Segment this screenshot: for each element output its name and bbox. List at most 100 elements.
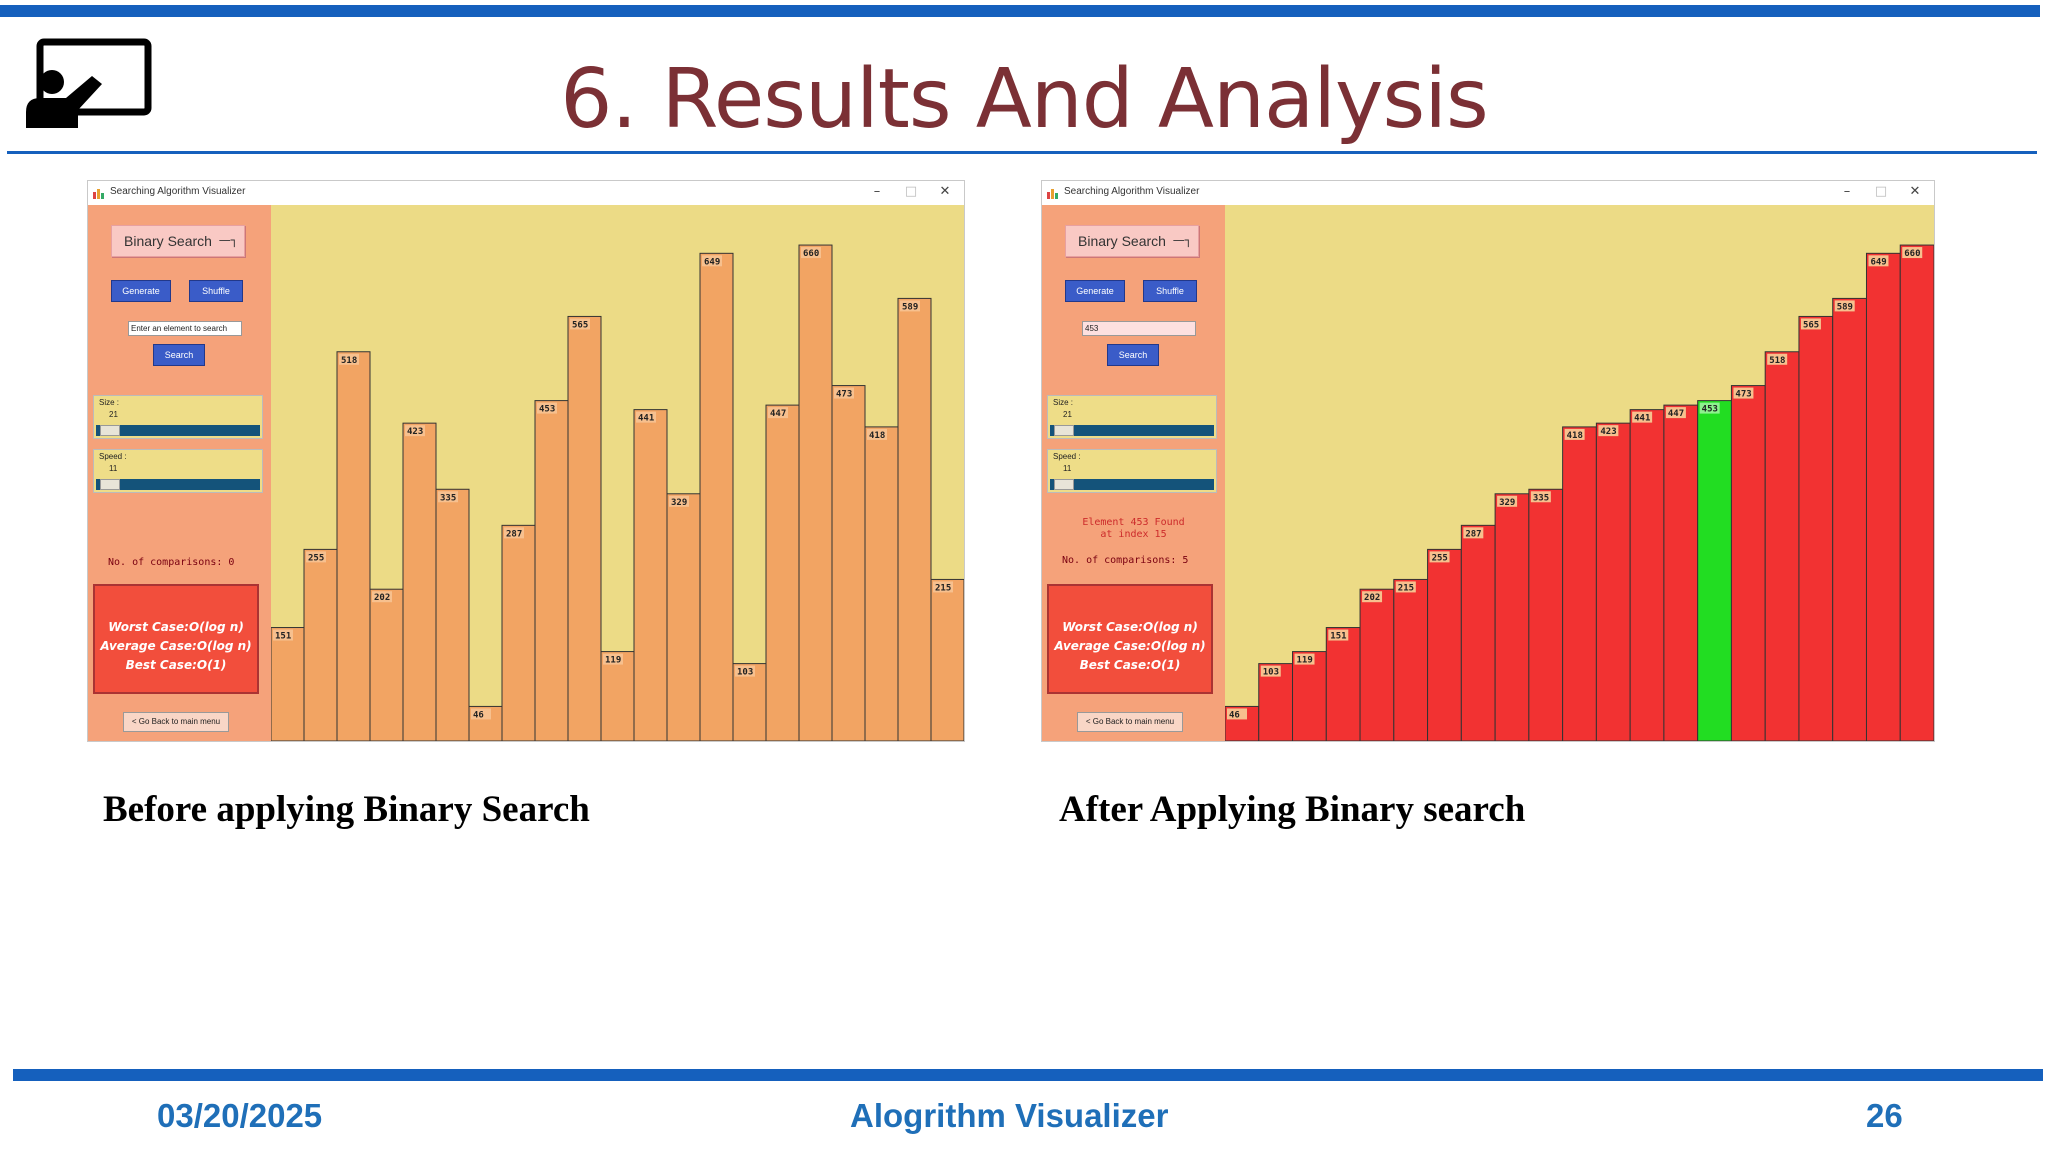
back-to-main-menu-button[interactable]: < Go Back to main menu <box>123 712 229 732</box>
bar-data-label: 565 <box>1803 320 1819 330</box>
bar-label-bg <box>1733 387 1754 399</box>
algorithm-dropdown-label: Binary Search <box>124 233 212 249</box>
bar-data-label: 589 <box>1837 302 1853 312</box>
bar-data-label: 215 <box>935 583 951 593</box>
bar-data-label: 329 <box>671 498 687 508</box>
bar <box>1865 252 1901 741</box>
bar-data-label: 649 <box>704 257 720 267</box>
bar <box>1393 578 1429 741</box>
bar-data-label: 441 <box>1634 414 1650 424</box>
bar-data-label: 151 <box>275 632 291 642</box>
search-input[interactable]: Enter an element to search <box>128 321 242 336</box>
shuffle-button[interactable]: Shuffle <box>1143 280 1197 302</box>
close-icon[interactable]: ✕ <box>939 184 951 199</box>
bar-label-bg <box>834 387 854 399</box>
bar-data-label: 565 <box>572 320 588 330</box>
minimize-icon[interactable]: – <box>873 184 881 199</box>
minimize-icon[interactable]: – <box>1843 184 1851 199</box>
caption-after: After Applying Binary search <box>1059 789 1526 830</box>
bar <box>1460 524 1496 741</box>
bar-label-bg <box>1767 353 1788 365</box>
size-label: Size : <box>1053 398 1074 407</box>
bar-chart-app-icon <box>1047 189 1058 199</box>
bar-label-bg <box>1665 407 1686 419</box>
bar-label-bg <box>1463 527 1484 539</box>
bar-data-label: 202 <box>374 593 390 603</box>
bar <box>1697 400 1732 741</box>
bar-label-bg <box>1395 581 1416 593</box>
bar-label-bg <box>1362 591 1383 603</box>
size-slider-panel: Size : 21 <box>93 395 263 439</box>
bar-label-bg <box>504 527 524 539</box>
size-slider-track[interactable] <box>1050 425 1214 436</box>
bar <box>1899 244 1934 741</box>
bar-data-label: 447 <box>1668 409 1684 419</box>
bar-data-label: 119 <box>1297 656 1313 666</box>
shuffle-button[interactable]: Shuffle <box>189 280 243 302</box>
bar <box>1562 426 1597 741</box>
comparisons-count: No. of comparisons: 0 <box>108 557 235 568</box>
speed-slider-thumb[interactable] <box>1054 479 1074 490</box>
bar-label-bg <box>537 402 557 414</box>
footer-title: Alogrithm Visualizer <box>850 1097 1169 1134</box>
search-button[interactable]: Search <box>153 344 205 366</box>
bar-data-label: 255 <box>1432 553 1448 563</box>
algorithm-dropdown[interactable]: Binary Search —┐ <box>1065 225 1199 257</box>
speed-slider-panel: Speed : 11 <box>93 449 263 493</box>
bar-label-bg <box>372 591 392 603</box>
bar-label-bg <box>1564 428 1585 440</box>
bar-data-label: 255 <box>308 553 324 563</box>
bar-label-bg <box>306 551 326 563</box>
found-message: Element 453 Found at index 15 <box>1082 517 1185 540</box>
bar <box>1595 422 1631 741</box>
search-input[interactable]: 453 <box>1082 321 1196 336</box>
maximize-icon[interactable]: □ <box>1874 184 1888 199</box>
bar-data-label: 660 <box>1904 249 1920 259</box>
size-slider-track[interactable] <box>96 425 260 436</box>
bar <box>336 351 371 741</box>
bar-data-label: 518 <box>1769 356 1785 366</box>
bar-label-bg <box>801 247 821 259</box>
complexity-box: Worst Case:O(log n) Average Case:O(log n… <box>1047 584 1213 694</box>
best-case-text: Best Case:O(1) <box>125 658 227 672</box>
window-title: Searching Algorithm Visualizer <box>1064 186 1200 197</box>
bar-label-bg <box>405 425 425 437</box>
control-sidebar: Binary Search —┐ Generate Shuffle Enter … <box>88 205 271 741</box>
top-rule <box>0 5 2040 17</box>
bar <box>765 404 800 741</box>
window-titlebar: Searching Algorithm Visualizer – □ ✕ <box>1042 181 1934 205</box>
bar-label-bg <box>339 353 359 365</box>
algorithm-dropdown[interactable]: Binary Search —┐ <box>111 225 245 257</box>
bar-label-bg <box>438 491 458 503</box>
size-slider-thumb[interactable] <box>1054 425 1074 436</box>
bar <box>1427 548 1462 741</box>
bar-data-label: 441 <box>638 414 654 424</box>
bar-label-bg <box>768 407 788 419</box>
bar <box>1629 409 1665 741</box>
size-label: Size : <box>99 398 120 407</box>
bar-data-label: 418 <box>869 431 885 441</box>
size-slider-thumb[interactable] <box>100 425 120 436</box>
speed-slider-track[interactable] <box>96 479 260 490</box>
size-value: 21 <box>1063 410 1072 419</box>
screenshot-after: Searching Algorithm Visualizer – □ ✕ Bin… <box>1041 180 1935 742</box>
bar-label-bg <box>1800 318 1821 330</box>
maximize-icon[interactable]: □ <box>904 184 918 199</box>
bar-data-label: 103 <box>737 668 753 678</box>
bar-data-label: 447 <box>770 409 786 419</box>
generate-button[interactable]: Generate <box>1065 280 1125 302</box>
window-title: Searching Algorithm Visualizer <box>110 186 246 197</box>
bar <box>1528 488 1564 741</box>
speed-slider-track[interactable] <box>1050 479 1214 490</box>
speed-slider-thumb[interactable] <box>100 479 120 490</box>
complexity-box: Worst Case:O(log n) Average Case:O(log n… <box>93 584 259 694</box>
speed-label: Speed : <box>99 452 127 461</box>
search-button[interactable]: Search <box>1107 344 1159 366</box>
bar-data-label: 287 <box>506 529 522 539</box>
bar-label-bg <box>1328 629 1349 641</box>
back-to-main-menu-button[interactable]: < Go Back to main menu <box>1077 712 1183 732</box>
close-icon[interactable]: ✕ <box>1909 184 1921 199</box>
generate-button[interactable]: Generate <box>111 280 171 302</box>
